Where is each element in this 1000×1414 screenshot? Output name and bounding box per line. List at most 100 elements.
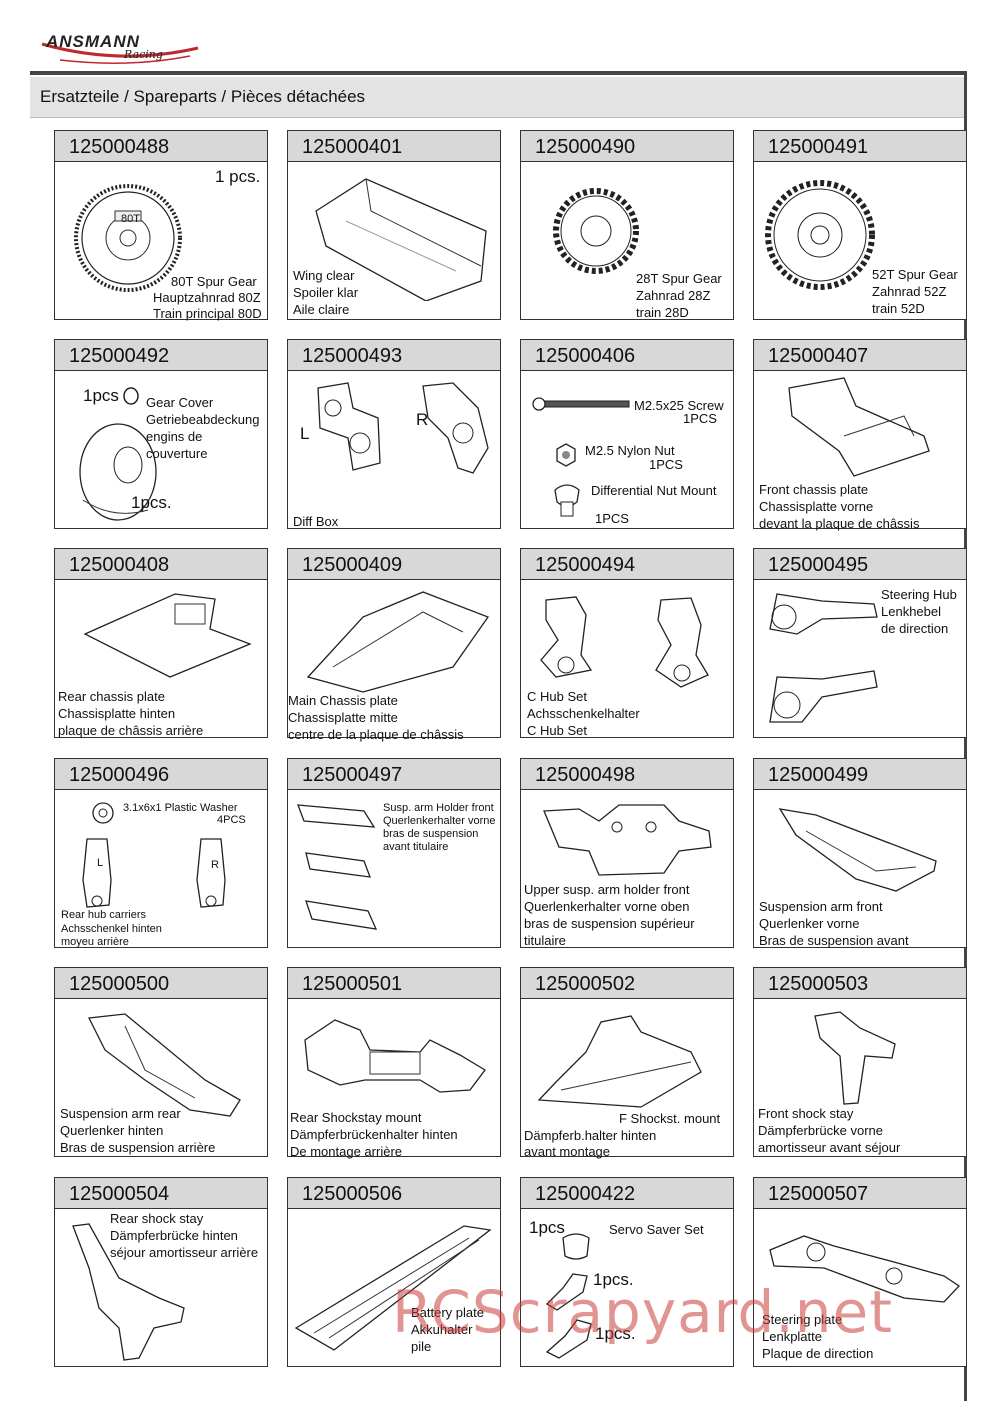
part-card: 125000493 L R Diff Box <box>287 339 501 529</box>
part-label-fr: avant titulaire <box>383 841 449 853</box>
part-label-fr: bras de suspension <box>383 828 479 840</box>
part-label-de: Akkuhalter <box>411 1322 473 1337</box>
wing-icon <box>315 178 487 301</box>
part-card: 125000408 Rear chassis plate Chassisplat… <box>54 548 268 738</box>
main-chassis-icon <box>306 591 490 693</box>
part-label-fr: titulaire <box>524 933 566 948</box>
part-label-de: Zahnrad 52Z <box>872 284 947 299</box>
part-card: 125000491 52T Spur Gear Zahnrad 52Z trai… <box>753 130 967 320</box>
part-label-de: Chassisplatte hinten <box>58 706 176 721</box>
part-label-en: 3.1x6x1 Plastic Washer <box>123 802 238 814</box>
c-hub-left-icon <box>540 596 593 678</box>
steering-hub-icon <box>769 593 878 635</box>
right-marker: R <box>416 410 429 429</box>
part-label-en: Servo Saver Set <box>609 1222 704 1237</box>
part-label-fr: Bras de suspension arrière <box>60 1140 216 1155</box>
part-label-de: Getriebeabdeckung <box>146 412 260 427</box>
part-card: 125000422 1pcs Servo Saver Set 1pcs. 1pc… <box>520 1177 734 1367</box>
part-card-header: 125000499 <box>754 759 966 790</box>
quantity-label: 1PCS <box>649 457 683 472</box>
part-label-en: Differential Nut Mount <box>591 483 717 498</box>
part-label-en: M2.5x25 Screw <box>634 398 724 413</box>
part-card-header: 125000501 <box>288 968 500 999</box>
part-card-header: 125000504 <box>55 1178 267 1209</box>
part-number: 125000497 <box>302 764 403 786</box>
part-label-de: Hauptzahnrad 80Z <box>153 290 261 305</box>
left-marker: L <box>97 857 104 869</box>
part-label-fr: C Hub Set <box>527 723 587 738</box>
logo-swoosh-icon <box>41 42 199 64</box>
part-label-fr: amortisseur avant séjour <box>758 1140 901 1155</box>
part-number: 125000406 <box>535 345 636 367</box>
part-label-fr: de direction <box>881 621 949 636</box>
part-label-de: Achsschenkelhalter <box>527 706 640 721</box>
part-card: 125000406 M2.5x25 Screw 1PCS M2.5 Nylon … <box>520 339 734 529</box>
spur-gear-icon <box>553 188 639 274</box>
part-label-fr: plaque de châssis arrière <box>58 723 204 738</box>
logo-subtitle: Racing <box>124 48 163 61</box>
part-number: 125000507 <box>768 1183 869 1205</box>
c-hub-right-icon <box>655 597 709 688</box>
ansmann-racing-logo: ANSMANN Racing <box>40 30 200 70</box>
part-number: 125000492 <box>69 345 170 367</box>
part-label-fr: moyeu arrière <box>61 936 129 948</box>
part-label-en: 52T Spur Gear <box>872 267 958 282</box>
shock-stay-icon <box>72 1223 185 1361</box>
upper-arm-holder-icon <box>543 804 712 876</box>
part-label-de: Lenkplatte <box>762 1329 822 1344</box>
part-card: 125000504 Rear shock stay Dämpferbrücke … <box>54 1177 268 1367</box>
part-card: 125000495 Steering Hub Lenkhebel de dire… <box>753 548 967 738</box>
part-number: 125000506 <box>302 1183 403 1205</box>
part-number: 125000401 <box>302 136 403 158</box>
gear-cover-icon <box>79 423 157 521</box>
part-card: 125000499 Suspension arm front Querlenke… <box>753 758 967 948</box>
part-label-fr: bras de suspension supérieur <box>524 916 695 931</box>
part-label-fr: De montage arrière <box>290 1144 402 1159</box>
part-card: 125000496 L R 3.1x6x1 Plastic Washer 4PC… <box>54 758 268 948</box>
part-card: 125000490 28T Spur Gear Zahnrad 28Z trai… <box>520 130 734 320</box>
diff-box-left-icon <box>317 382 381 471</box>
diff-box-right-icon <box>422 382 489 474</box>
battery-plate-icon <box>294 1225 492 1351</box>
nylon-nut-icon <box>556 443 576 467</box>
part-card: 125000502 F Shockst. mount Dämpferb.halt… <box>520 967 734 1159</box>
part-label-de: Spoiler klar <box>293 285 359 300</box>
part-card-header: 125000408 <box>55 549 267 580</box>
part-label-en: Rear hub carriers <box>61 909 146 921</box>
quantity-label: 1pcs <box>83 386 119 405</box>
part-label-fr: Train principal 80D <box>153 306 262 321</box>
suspension-arm-icon <box>88 1013 241 1117</box>
nut-mount-icon <box>554 484 580 517</box>
part-card: 125000494 C Hub Set Achsschenkelhalter C… <box>520 548 734 738</box>
part-number: 125000504 <box>69 1183 170 1205</box>
part-label-de: Dämpferbrücke vorne <box>758 1123 883 1138</box>
part-label-en: 80T Spur Gear <box>171 274 257 289</box>
arm-holder-icon <box>305 900 378 930</box>
part-number: 125000493 <box>302 345 403 367</box>
part-card: 125000497 Susp. arm Holder front Querlen… <box>287 758 501 948</box>
part-label-fr: centre de la plaque de châssis <box>288 727 464 742</box>
chassis-plate-icon <box>83 593 252 678</box>
part-number: 125000407 <box>768 345 869 367</box>
chassis-plate-icon <box>788 377 930 477</box>
part-label-de: Chassisplatte vorne <box>759 499 874 514</box>
shockstay-mount-icon <box>537 1015 702 1108</box>
section-header: Ersatzteile / Spareparts / Pièces détach… <box>30 77 964 118</box>
part-number: 125000488 <box>69 136 170 158</box>
part-card-header: 125000497 <box>288 759 500 790</box>
part-card-header: 125000492 <box>55 340 267 371</box>
watermark: RCScrapyard.net <box>392 1278 893 1346</box>
part-label-en: Suspension arm rear <box>60 1106 181 1121</box>
quantity-label: 1pcs. <box>593 1270 634 1289</box>
page-title: Ersatzteile / Spareparts / Pièces détach… <box>40 87 366 106</box>
part-label-en: Front chassis plate <box>759 482 869 497</box>
part-card-header: 125000401 <box>288 131 500 162</box>
part-card-header: 125000491 <box>754 131 966 162</box>
part-label-en: Steering Hub <box>881 587 957 602</box>
quantity-label: 1PCS <box>595 511 629 526</box>
part-card-header: 125000407 <box>754 340 966 371</box>
part-number: 125000499 <box>768 764 869 786</box>
part-label-en: 28T Spur Gear <box>636 271 722 286</box>
part-card-header: 125000498 <box>521 759 733 790</box>
arm-holder-icon <box>297 804 376 828</box>
